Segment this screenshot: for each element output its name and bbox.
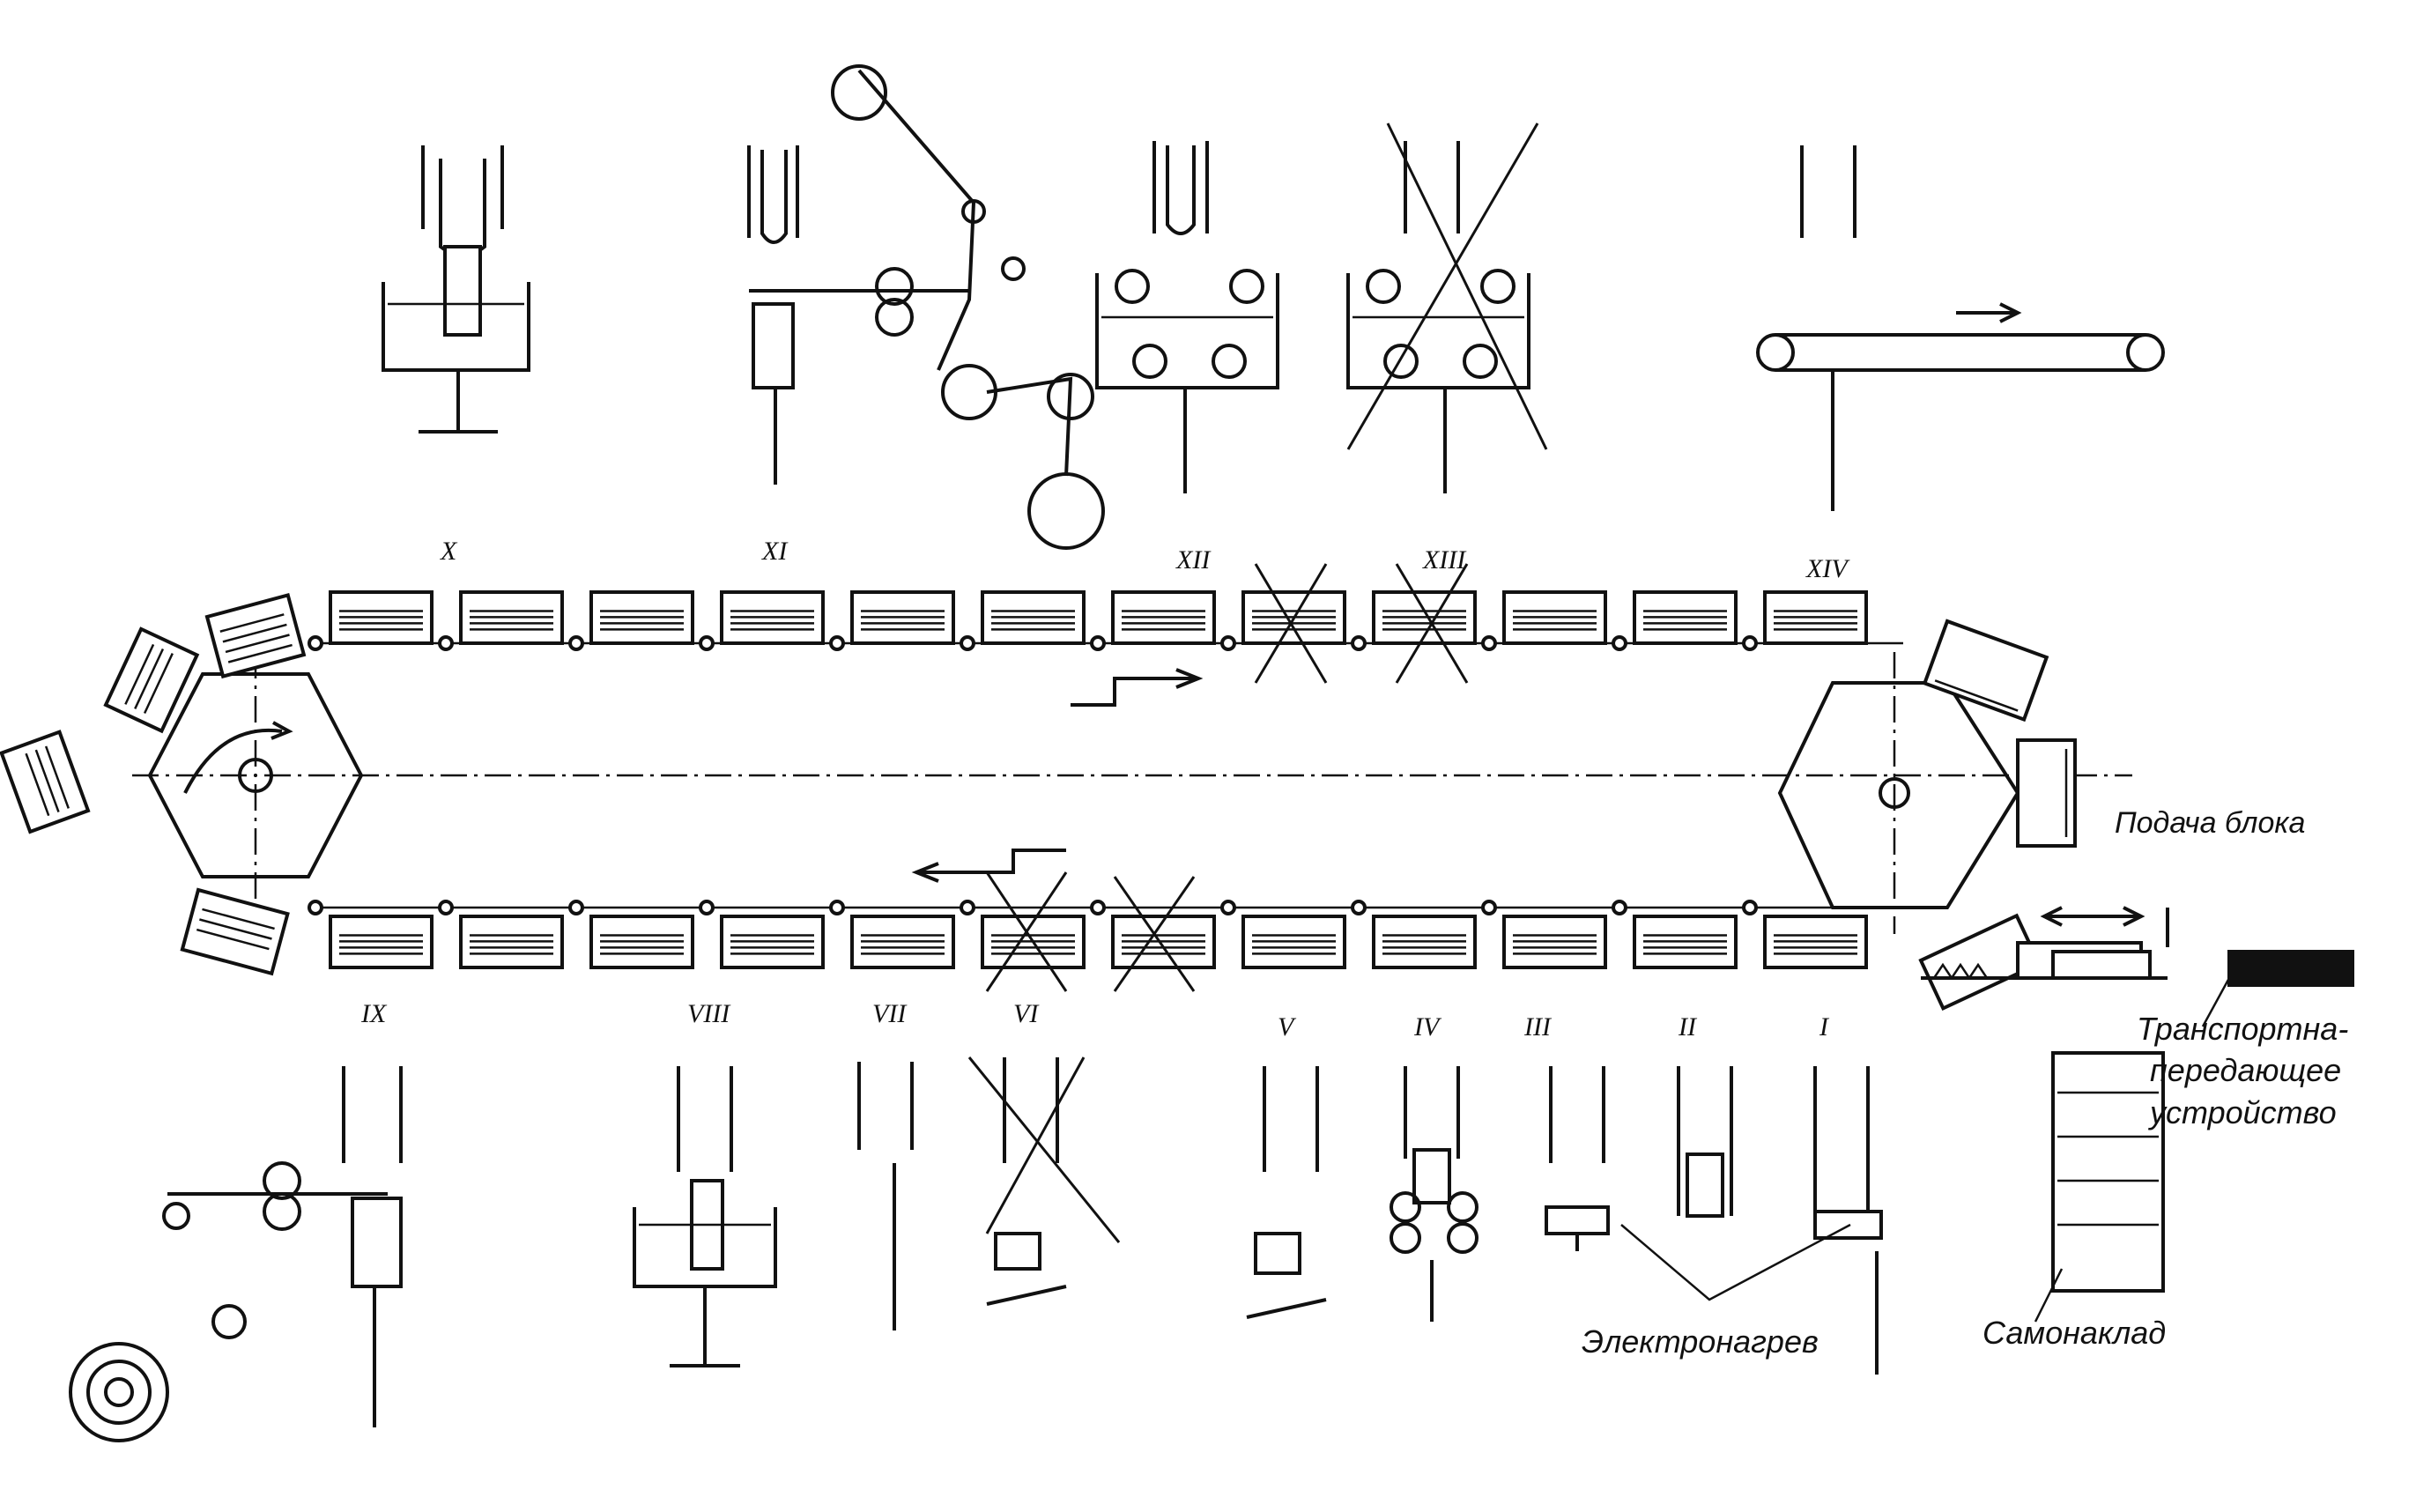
transport-label-line-3: устройство [2147,1094,2337,1130]
chain-link [308,635,323,651]
chain-link [829,635,845,651]
station-label-ix: IX [360,999,388,1028]
station-label-ii: II [1678,1012,1698,1041]
chain-link [1220,635,1236,651]
station-xi-mechanism [747,64,1105,550]
crossed-carriers [985,563,1469,992]
station-viii-mechanism [633,1066,777,1367]
station-i-mechanism [1813,1066,1883,1375]
station-label-vii: VII [872,999,908,1028]
chain-link [438,635,454,651]
bottom-carrier [1241,915,1346,969]
feed-device [1921,906,2354,1323]
bottom-carrier [589,915,694,969]
heating-label: Электронагрев [1582,1323,1819,1360]
bottom-carriers [308,900,1868,969]
chain-link [1481,900,1497,915]
station-xiii-mechanism [1346,122,1548,493]
chain-link [1090,900,1106,915]
bottom-carrier [1763,915,1868,969]
chain-link [1612,635,1627,651]
station-ii-mechanism [1677,1066,1733,1218]
chain-link [1742,635,1758,651]
top-carrier [1502,590,1607,645]
bottom-carrier [1502,915,1607,969]
bottom-carrier [1372,915,1477,969]
transport-label-line-1: Транспортна- [2137,1011,2348,1047]
chain-link [438,900,454,915]
direction-arrow-bottom [911,849,1066,883]
top-carrier [329,590,434,645]
chain-link [568,635,584,651]
station-x-mechanism [382,145,530,434]
station-label-v: V [1278,1012,1297,1041]
chain-link [308,900,323,915]
bottom-carrier [850,915,955,969]
bottom-carrier [459,915,564,969]
left-sprocket [147,672,364,878]
right-carriers [1918,619,2077,1012]
chain-link [1351,635,1367,651]
station-iii-mechanism [1545,1066,1610,1251]
station-v-mechanism [1246,1066,1327,1319]
station-label-xiii: XIII [1422,545,1467,574]
top-carrier [720,590,825,645]
bottom-carrier [1111,915,1216,969]
chain-link [1612,900,1627,915]
chain-link [829,900,845,915]
transport-label-line-2: передающее [2150,1052,2341,1088]
station-label-xi: XI [761,537,789,566]
top-carriers [308,590,1868,651]
top-carrier [1111,590,1216,645]
chain-link [1481,635,1497,651]
station-vii-mechanism [857,1062,914,1330]
station-label-iii: III [1523,1012,1553,1041]
station-ix-mechanism [69,1066,403,1442]
station-label-i: I [1819,1012,1830,1041]
right-sprocket [1777,681,2020,909]
top-carrier [850,590,955,645]
station-label-xii: XII [1175,545,1212,574]
chain-link [1220,900,1236,915]
chain-link [568,900,584,915]
station-label-x: X [440,537,458,566]
chain-link [1090,635,1106,651]
station-vi-mechanism [967,1056,1121,1306]
top-carrier [1241,590,1346,645]
left-carriers [0,592,307,976]
chain-link [1742,900,1758,915]
chain-link [960,635,975,651]
station-labels-top: X XI XII XIII XIV [440,537,1850,583]
station-xiv-mechanism [1756,145,2165,511]
top-carrier [459,590,564,645]
station-label-iv: IV [1413,1012,1442,1041]
chain-link [699,900,715,915]
station-label-vi: VI [1013,999,1040,1028]
station-label-viii: VIII [687,999,731,1028]
station-labels-bottom: IX VIII VII VI V IV III II I [360,999,1830,1041]
top-carrier [589,590,694,645]
station-iv-mechanism [1390,1066,1479,1322]
chain-link [1351,900,1367,915]
station-label-xiv: XIV [1805,554,1850,583]
chain-link [960,900,975,915]
chain-link [699,635,715,651]
recorder-label: Самонаклад [1982,1315,2166,1351]
station-xii-mechanism [1095,141,1279,493]
feed-label: Подача блока [2115,806,2305,840]
top-carrier [1633,590,1738,645]
bottom-carrier [1633,915,1738,969]
bottom-carrier [329,915,434,969]
top-carrier [981,590,1086,645]
conveyor-chain [132,641,2132,934]
direction-arrow-top [1071,668,1204,707]
bottom-carrier [720,915,825,969]
top-carrier [1763,590,1868,645]
heating-leader [1620,1223,1851,1301]
